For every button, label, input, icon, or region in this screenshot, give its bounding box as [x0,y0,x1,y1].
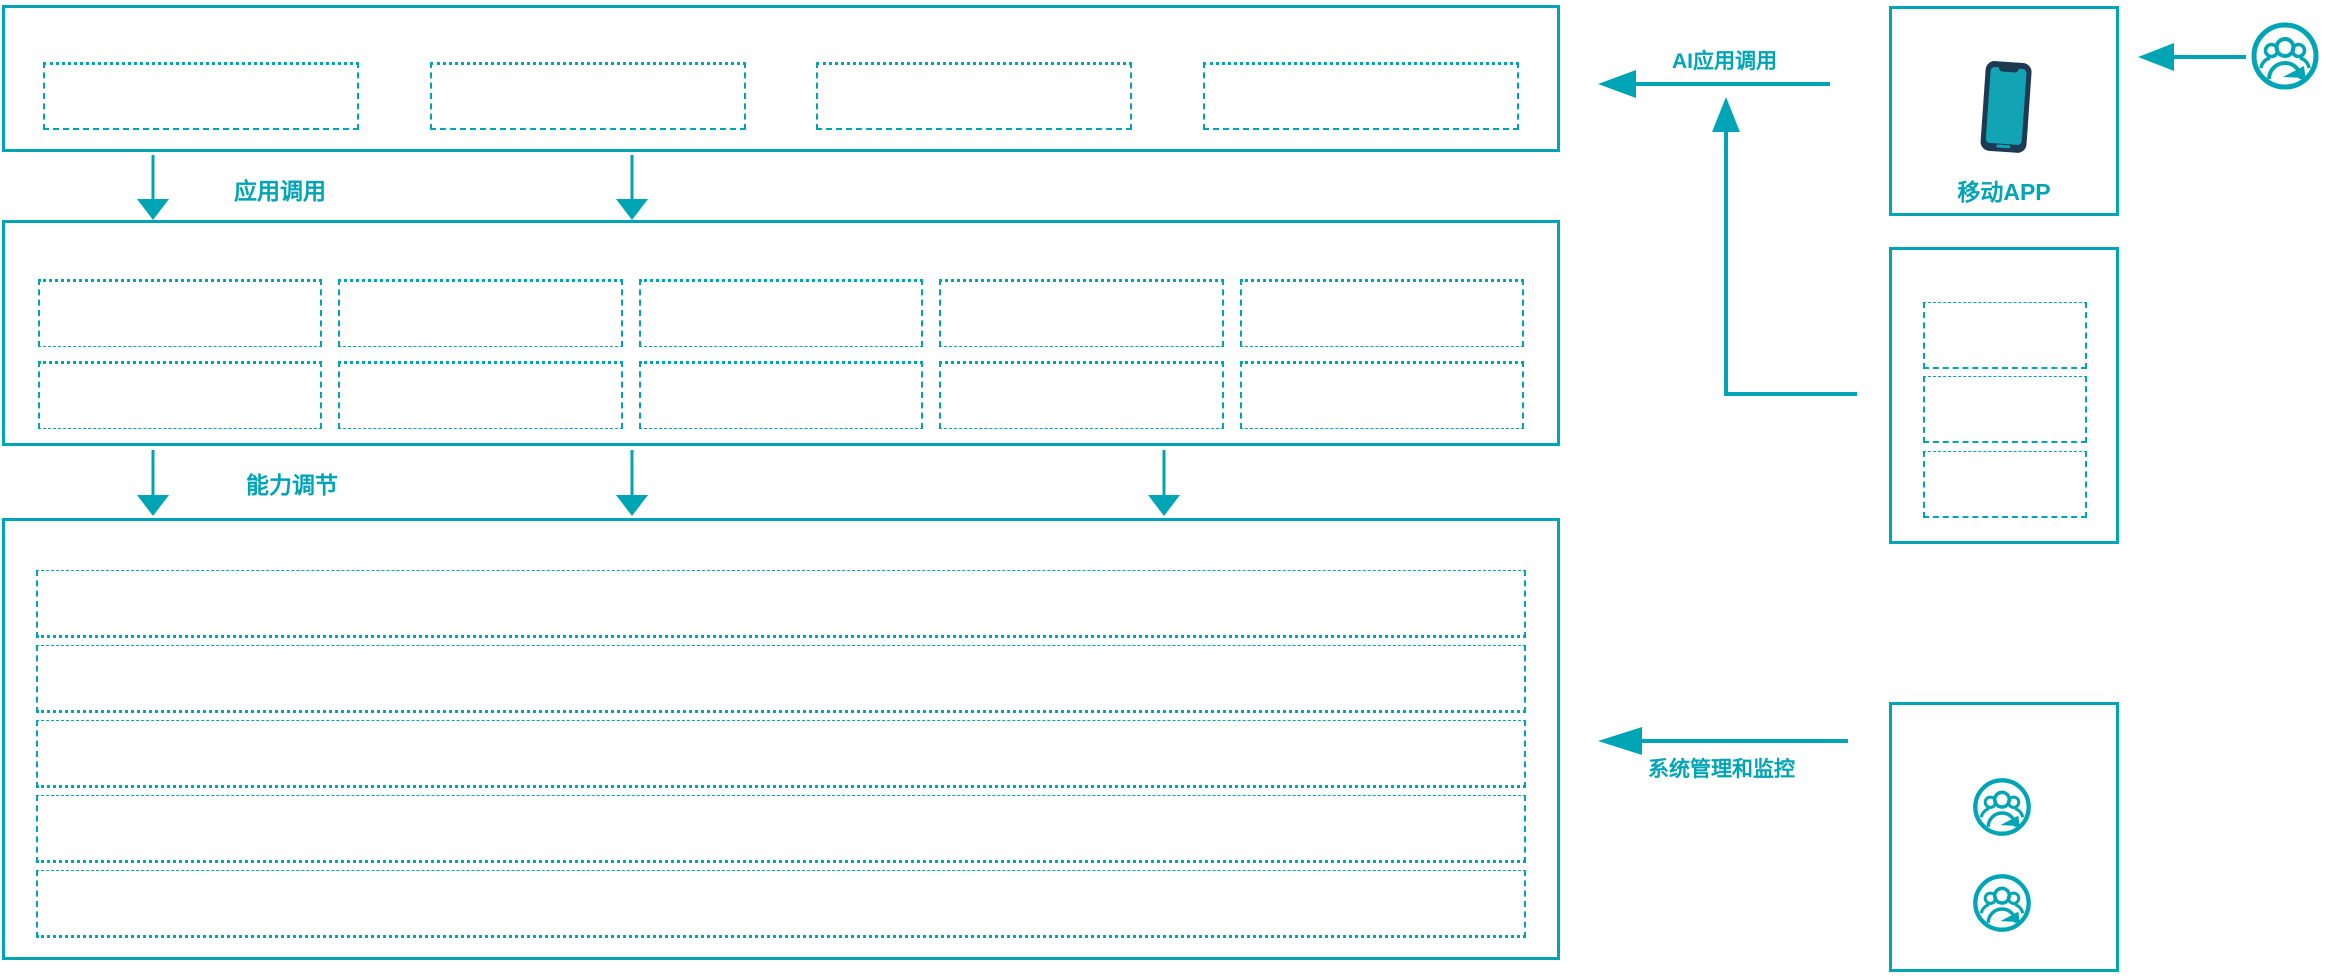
placeholder-box [429,62,746,130]
placeholder-box [638,279,924,347]
placeholder-box [939,361,1224,429]
down-arrow [616,450,648,516]
placeholder-row [36,570,1526,638]
users-group-icon [1973,778,2031,836]
placeholder-box [1239,361,1524,429]
down-arrow [137,155,169,220]
down-arrow [616,155,648,220]
mobile-app-label: 移动APP [1957,179,2051,205]
admin-users-box [1889,702,2119,972]
capability-adjust-label: 能力调节 [246,472,338,498]
placeholder-box [638,361,924,429]
placeholder-box [38,361,323,429]
placeholder-box [338,361,623,429]
users-group-icon [1973,874,2031,932]
down-arrow [1148,450,1180,516]
placeholder-box [1239,279,1524,347]
placeholder-row [36,795,1526,863]
placeholder-box [1923,302,2087,369]
bottom-band [2,518,1560,960]
placeholder-box [338,279,623,347]
module-stack-box [1889,247,2119,544]
smartphone-icon [1980,61,2032,153]
up-elbow-arrow [1712,97,1857,396]
system-monitor-arrow [1598,727,1848,755]
ai-app-call-label: AI应用调用 [1672,50,1777,73]
placeholder-box [816,62,1133,130]
down-arrow [137,450,169,516]
top-band [2,5,1560,152]
placeholder-box [1202,62,1519,130]
mobile-app-box: 移动APP [1889,6,2119,216]
middle-band [2,220,1560,446]
placeholder-row [36,720,1526,788]
placeholder-box [939,279,1224,347]
placeholder-row [36,645,1526,713]
system-monitor-label: 系统管理和监控 [1648,758,1795,781]
app-call-label: 应用调用 [234,178,326,204]
placeholder-box [43,62,359,130]
placeholder-box [38,279,323,347]
placeholder-box [1923,376,2087,443]
placeholder-row [36,870,1526,938]
users-group-icon [2251,22,2319,90]
user-to-app-arrow [2138,43,2246,71]
placeholder-box [1923,451,2087,518]
